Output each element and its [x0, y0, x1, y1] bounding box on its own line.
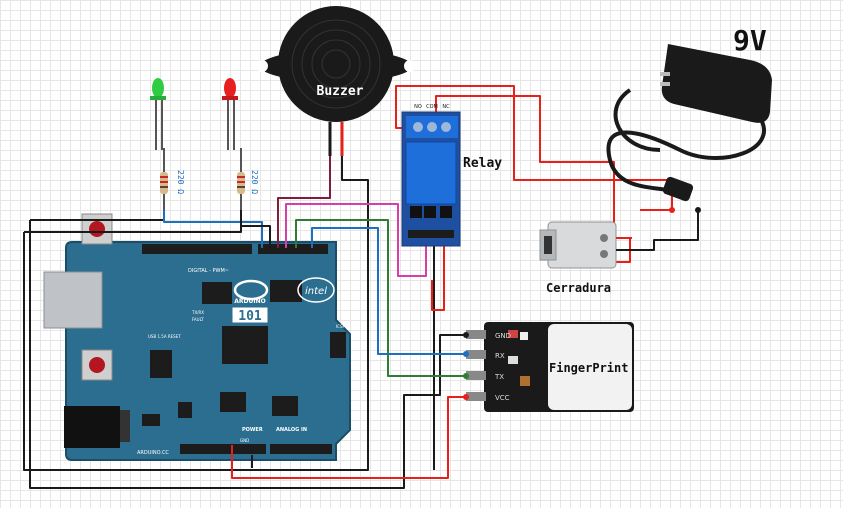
arduino-101-board[interactable] [43, 213, 351, 461]
buzzer[interactable] [256, 6, 416, 156]
tx-rx-label: TX/RX [191, 310, 204, 315]
fp-pin-rx: RX [495, 352, 505, 360]
wires [23, 85, 699, 489]
power-header [180, 444, 266, 454]
main-chip [222, 326, 268, 364]
power-jack [64, 406, 120, 448]
fp-pin-tx: TX [494, 373, 504, 381]
power-supply-label: 9V [733, 24, 767, 57]
relay-terminal-no: NO [414, 104, 422, 110]
intel-logo: intel [305, 286, 327, 297]
arduino-brand: ARDUINO [234, 298, 265, 305]
power-adapter[interactable] [606, 44, 772, 213]
resistor-left-value: 220 Ω [176, 170, 185, 194]
arduino-footer: ARDUINO.CC [137, 450, 169, 456]
resistor-right-value: 220 Ω [250, 170, 259, 194]
digital-header-left [142, 244, 252, 254]
relay-module[interactable] [401, 111, 461, 247]
red-led[interactable] [222, 78, 238, 150]
relay-terminal-nc: NC [442, 104, 450, 110]
lock-label: Cerradura [546, 281, 611, 295]
arduino-model: 101 [238, 309, 262, 324]
fault-label: FAULT [192, 317, 204, 322]
reset-button-bottom [89, 357, 105, 373]
digital-label: DIGITAL - PWM~ [188, 268, 229, 274]
buzzer-label: Buzzer [317, 84, 364, 99]
relay-terminal-com: COM [426, 104, 438, 110]
usb-current-label: USB 1.5A RESET [148, 334, 181, 339]
analog-label: ANALOG IN [276, 427, 307, 433]
reset-button-top [89, 221, 105, 237]
digital-header-right [258, 244, 328, 254]
board-gnd-label: GND [240, 438, 249, 443]
usb-connector [43, 271, 103, 329]
solenoid-lock[interactable] [539, 221, 632, 269]
icsp-label: ICSP [336, 324, 346, 329]
relay-label: Relay [463, 156, 502, 171]
fingerprint-window [548, 324, 632, 410]
power-label: POWER [242, 427, 263, 433]
fp-pin-vcc: VCC [495, 394, 510, 402]
resistor-right[interactable] [237, 148, 245, 210]
fp-pin-gnd: GND [495, 332, 511, 340]
fingerprint-label: FingerPrint [549, 361, 628, 375]
fingerprint-sensor[interactable] [463, 322, 634, 412]
green-led[interactable] [150, 78, 166, 150]
analog-header [270, 444, 332, 454]
resistor-left[interactable] [160, 148, 168, 210]
